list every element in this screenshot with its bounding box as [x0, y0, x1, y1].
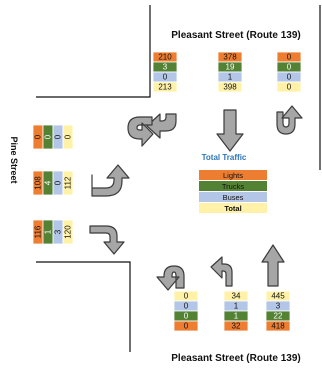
count-value-buses: 0 — [184, 302, 189, 311]
legend: Total Traffic Lights Trucks Buses Total — [199, 153, 267, 213]
count-value-trucks: 4 — [44, 180, 53, 185]
count-cell-total — [62, 124, 74, 150]
count-value-buses: 0 — [54, 134, 63, 139]
count-value-lights: 418 — [271, 322, 285, 331]
count-value-buses: 1 — [234, 302, 239, 311]
count-cell-total — [62, 219, 74, 245]
count-value-lights: 32 — [232, 322, 241, 331]
count-value-lights: 378 — [223, 53, 237, 62]
count-value-buses: 0 — [54, 180, 63, 185]
count-value-lights: 0 — [34, 134, 43, 139]
count-value-trucks: 19 — [226, 63, 235, 72]
count-cell-lights — [223, 320, 249, 332]
count-value-buses: 0 — [287, 73, 292, 82]
count-value-buses: 1 — [228, 73, 233, 82]
top-street-label: Pleasant Street (Route 139) — [171, 30, 301, 41]
count-value-trucks: 0 — [44, 134, 53, 139]
count-value-lights: 116 — [34, 225, 43, 238]
count-value-trucks: 0 — [184, 312, 189, 321]
count-value-total: 0 — [184, 292, 189, 301]
legend-total-swatch — [199, 203, 267, 213]
right-turn-arrow-eastbound — [89, 225, 125, 255]
left-turn-arrow-eastbound — [91, 164, 130, 197]
count-value-total: 112 — [64, 176, 73, 189]
through-arrow-southbound — [216, 109, 244, 152]
count-value-buses: 3 — [276, 302, 281, 311]
count-value-total: 0 — [64, 134, 73, 139]
uturn-arrow-eastbound — [127, 116, 154, 147]
legend-lights-label: Lights — [223, 171, 243, 180]
left-turn-arrow-northbound — [210, 256, 233, 287]
count-cell-lights — [173, 320, 199, 332]
uturn-arrow-northbound — [156, 265, 185, 291]
count-value-total: 398 — [223, 83, 237, 92]
count-cell-total — [276, 81, 302, 93]
count-value-trucks: 1 — [234, 312, 239, 321]
uturn-arrow-southbound — [276, 105, 303, 135]
through-arrow-northbound — [261, 244, 285, 287]
left-street-label: Pine Street — [9, 136, 19, 183]
bottom-street-label: Pleasant Street (Route 139) — [171, 353, 301, 364]
road-edge-top-left — [36, 5, 151, 98]
count-cell-total — [152, 81, 178, 93]
count-value-total: 213 — [158, 83, 172, 92]
count-value-buses: 3 — [54, 229, 63, 234]
count-value-trucks: 0 — [287, 63, 292, 72]
legend-title: Total Traffic — [202, 153, 247, 162]
road-edges — [36, 5, 321, 352]
count-value-lights: 0 — [287, 53, 292, 62]
count-value-total: 34 — [232, 292, 241, 301]
count-value-trucks: 22 — [274, 312, 283, 321]
count-value-total: 120 — [64, 225, 73, 239]
count-value-total: 445 — [271, 292, 285, 301]
legend-buses-label: Buses — [223, 193, 244, 202]
count-value-trucks: 1 — [44, 229, 53, 234]
count-cell-total — [62, 170, 74, 196]
legend-lights-swatch — [199, 170, 267, 180]
count-value-total: 0 — [287, 83, 292, 92]
right-turn-arrow-southbound — [146, 113, 177, 139]
count-cell-lights — [265, 320, 291, 332]
count-value-trucks: 3 — [163, 63, 168, 72]
count-cell-total — [217, 81, 243, 93]
count-value-lights: 210 — [158, 53, 172, 62]
legend-trucks-swatch — [199, 181, 267, 191]
count-value-lights: 108 — [34, 176, 43, 190]
legend-buses-swatch — [199, 192, 267, 202]
road-edge-bottom-left — [36, 261, 131, 352]
count-value-buses: 0 — [163, 73, 168, 82]
count-value-lights: 0 — [184, 322, 189, 331]
legend-trucks-label: Trucks — [222, 182, 244, 191]
legend-total-label: Total — [224, 204, 241, 213]
